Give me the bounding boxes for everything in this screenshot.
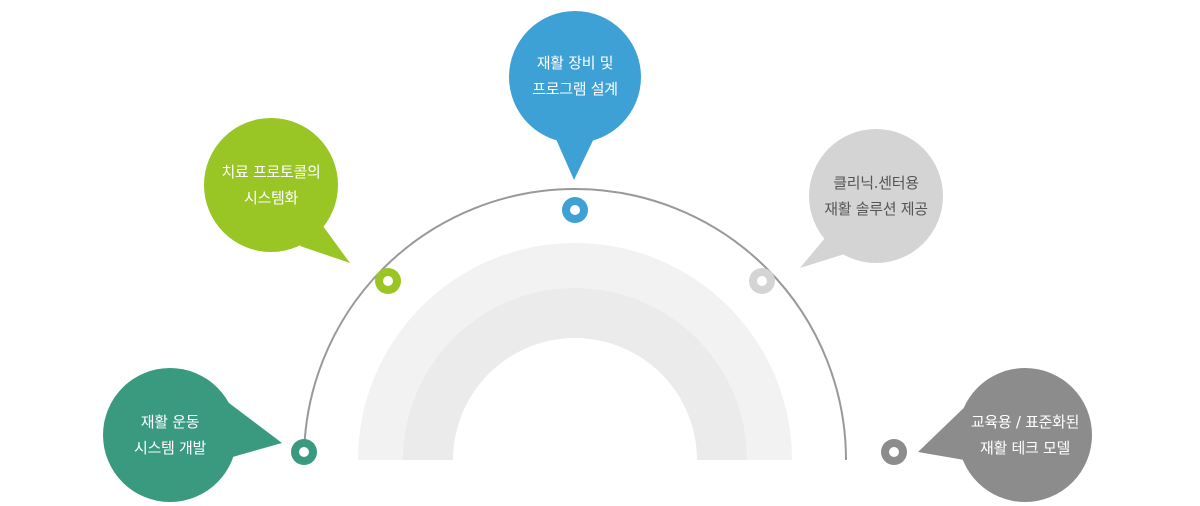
main-arc <box>303 188 847 461</box>
label-line: 시스템 개발 <box>134 439 206 457</box>
marker-clinic-solution <box>749 268 775 294</box>
label-line: 재활 솔루션 제공 <box>824 200 928 218</box>
label-line: 치료 프로토콜의 <box>221 163 321 181</box>
label-line: 교육용 / 표준화된 <box>970 413 1080 431</box>
bubble-education-model <box>918 368 1092 502</box>
label-therapy-protocol: 치료 프로토콜의 시스템화 <box>191 159 351 211</box>
bubble-rehab-equipment <box>509 11 641 180</box>
bubble-clinic-solution <box>800 129 943 268</box>
label-rehab-exercise: 재활 운동 시스템 개발 <box>90 409 250 461</box>
label-line: 재활 운동 <box>140 413 200 431</box>
label-clinic-solution: 클리닉.센터용 재활 솔루션 제공 <box>796 170 956 222</box>
inner-band <box>403 288 747 460</box>
label-line: 클리닉.센터용 <box>833 174 919 192</box>
outer-band <box>358 243 792 460</box>
marker-education-model <box>881 439 907 465</box>
marker-rehab-equipment <box>562 197 588 223</box>
label-line: 프로그램 설계 <box>532 80 618 98</box>
label-education-model: 교육용 / 표준화된 재활 테크 모델 <box>945 409 1105 461</box>
bubble-rehab-exercise <box>103 368 282 502</box>
marker-rehab-exercise <box>291 439 317 465</box>
label-line: 시스템화 <box>243 189 298 207</box>
label-line: 재활 장비 및 <box>536 54 614 72</box>
label-rehab-equipment: 재활 장비 및 프로그램 설계 <box>495 50 655 102</box>
marker-therapy-protocol <box>375 268 401 294</box>
label-line: 재활 테크 모델 <box>980 439 1070 457</box>
bubble-therapy-protocol <box>204 118 350 263</box>
